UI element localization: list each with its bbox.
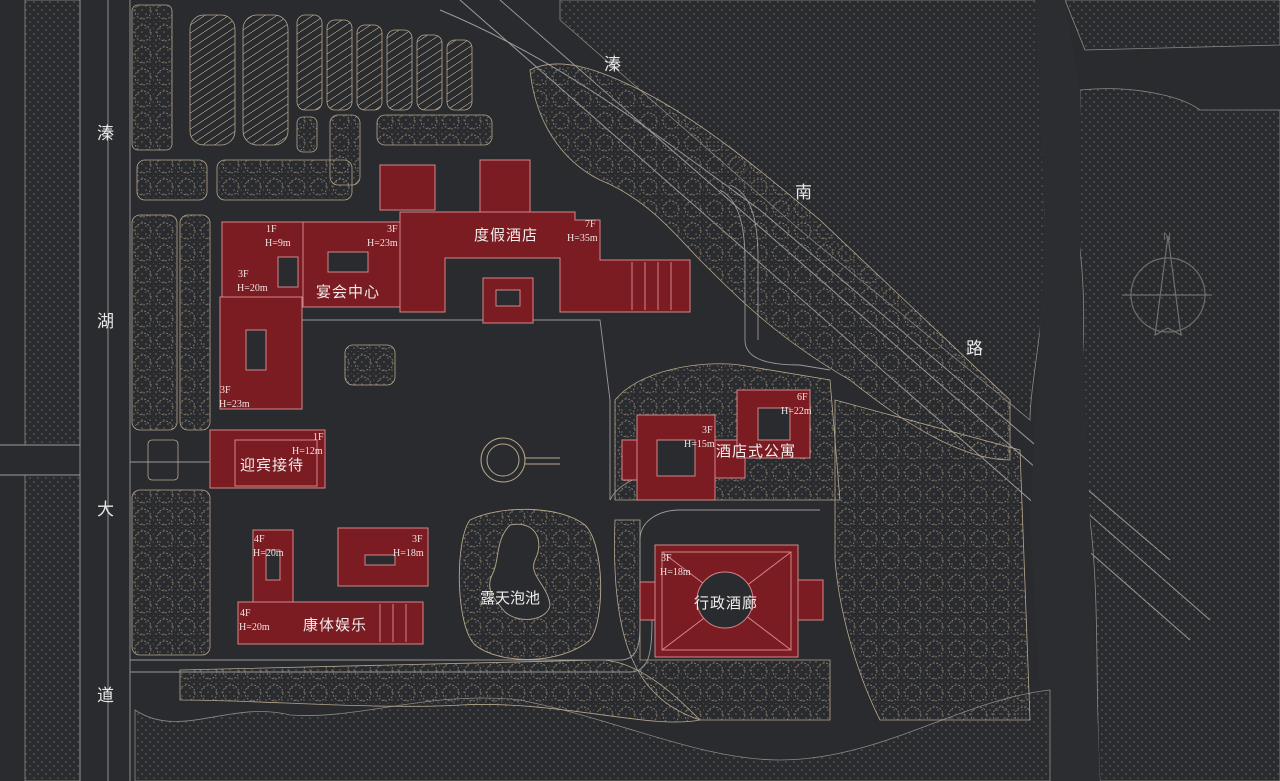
west-road-label-char-1: 溱 [97,124,114,144]
north-arrow-icon: N [1122,231,1212,337]
serviced-apartment-a-floors: 3F [702,425,713,436]
west-field-south [24,474,81,781]
serviced-apartment-b-height: H=22m [781,406,812,417]
executive-gallery-label: 行政酒廊 [694,594,759,612]
serviced-apartment-b-floors: 6F [797,392,808,403]
recreation-tower-floors: 4F [254,534,265,545]
executive-gallery-height: H=18m [660,567,691,578]
northeast-tree-belt [529,63,1011,461]
west-wing-height: H=23m [219,399,250,410]
serviced-apartment-a-height: H=15m [684,439,715,450]
reception-label: 迎宾接待 [240,456,305,474]
northeast-road-label-char-2: 南 [795,183,812,203]
west-field-north [24,0,81,446]
buildings [209,159,824,658]
west-road-label-char-3: 大 [97,500,114,520]
building-recreation [237,601,424,645]
resort-hotel-height: H=35m [567,233,598,244]
banquet-annex-1f-floors: 1F [266,224,277,235]
resort-hotel-label: 度假酒店 [474,226,539,244]
west-road-label-char-2: 湖 [97,312,114,332]
south-land [134,689,1051,781]
plaza-planter [344,344,396,386]
banquet-center-label: 宴会中心 [316,283,381,301]
southeast-tree-area [834,399,1031,721]
east-land-north [1064,0,1280,51]
banquet-annex-3f-height: H=20m [237,283,268,294]
banquet-annex-1f-height: H=9m [265,238,291,249]
serviced-apartment-label: 酒店式公寓 [716,442,797,460]
recreation-label: 康体娱乐 [303,616,368,634]
recreation-hall-floors: 3F [412,534,423,545]
recreation-floors: 4F [240,608,251,619]
west-road [0,0,210,781]
parking-area [131,4,493,201]
banquet-center-floors: 3F [387,224,398,235]
recreation-height: H=20m [239,622,270,633]
northeast-road-label-char-1: 溱 [604,55,621,75]
building-resort-hotel [399,211,691,313]
svg-text:N: N [1163,231,1171,243]
pool-water [489,523,551,620]
resort-hotel-floors: 7F [585,219,596,230]
west-road-label-char-4: 道 [97,686,114,706]
west-wing-floors: 3F [220,385,231,396]
executive-gallery-floors: 3F [661,553,672,564]
gallery-grounds [614,519,831,721]
recreation-hall-height: H=18m [393,548,424,559]
recreation-tower-height: H=20m [253,548,284,559]
pool-label: 露天泡池 [480,589,541,607]
reception-floors: 1F [313,432,324,443]
reception-height: H=12m [292,446,323,457]
east-land [1077,88,1280,781]
west-planting-strips [131,214,211,656]
northeast-road-label-char-3: 路 [966,339,983,359]
banquet-center-height: H=23m [367,238,398,249]
river [1030,0,1100,781]
banquet-annex-3f-floors: 3F [238,269,249,280]
plaza-fountain [480,437,560,483]
